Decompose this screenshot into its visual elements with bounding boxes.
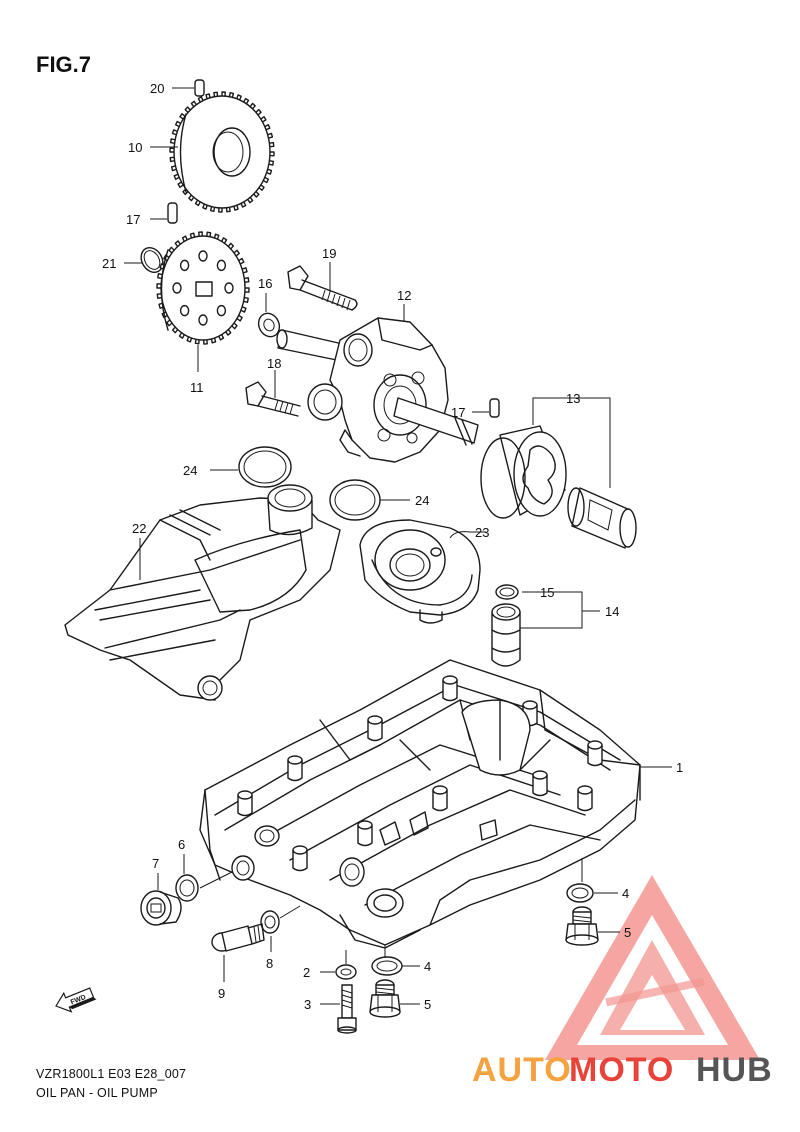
- callout-19: 19: [322, 246, 336, 261]
- part-19-bolt: [287, 265, 358, 311]
- part-8-washer: [260, 910, 280, 934]
- part-5-drain-plug-lower: [369, 979, 401, 1018]
- part-4-washer-upper: [566, 883, 594, 903]
- footer-code: VZR1800L1 E03 E28_007: [36, 1067, 186, 1081]
- watermark-part3: HUB: [696, 1051, 773, 1089]
- part-3-bolt: [337, 984, 357, 1034]
- part-10-gear: [169, 91, 275, 213]
- callout-3: 3: [304, 997, 311, 1012]
- callout-23: 23: [475, 525, 489, 540]
- forward-arrow-icon: FWD: [55, 987, 97, 1013]
- callout-6: 6: [178, 837, 185, 852]
- part-12-oil-pump: [276, 317, 479, 463]
- callout-5b: 5: [424, 997, 431, 1012]
- part-5-drain-plug-upper: [565, 906, 599, 946]
- part-4-washer-lower: [371, 956, 403, 976]
- part-14-pipe: [491, 603, 521, 667]
- watermark-logo: [545, 875, 760, 1060]
- part-24-oring-top: [238, 446, 292, 488]
- watermark-part1: AUTO: [472, 1051, 572, 1089]
- callout-20: 20: [150, 81, 164, 96]
- callout-7: 7: [152, 856, 159, 871]
- callout-4a: 4: [622, 886, 629, 901]
- part-13-rotor-set: [480, 425, 637, 549]
- part-2-washer: [335, 950, 357, 980]
- callout-18: 18: [267, 356, 281, 371]
- part-6-washer: [175, 874, 199, 902]
- part-20-pin: [194, 79, 205, 97]
- callout-8: 8: [266, 956, 273, 971]
- callout-12: 12: [397, 288, 411, 303]
- callout-16: 16: [258, 276, 272, 291]
- part-21-circlip: [140, 246, 164, 274]
- callout-4b: 4: [424, 959, 431, 974]
- part-18-bolt: [245, 381, 301, 417]
- callout-2: 2: [303, 965, 310, 980]
- part-9-bolt: [211, 923, 265, 952]
- callout-21: 21: [102, 256, 116, 271]
- part-17b-pin: [489, 398, 500, 418]
- part-24-oring-right: [329, 479, 381, 521]
- part-11-gear: [156, 231, 250, 345]
- part-1-oil-pan: [199, 659, 641, 949]
- callout-15: 15: [540, 585, 554, 600]
- watermark-wordmark: AUTO MOTO HUB: [472, 1051, 773, 1089]
- part-17-pin: [167, 202, 178, 224]
- callout-10: 10: [128, 140, 142, 155]
- callout-17b: 17: [451, 405, 465, 420]
- callout-9: 9: [218, 986, 225, 1001]
- part-7-plug: [140, 890, 182, 926]
- callout-17a: 17: [126, 212, 140, 227]
- callout-24a: 24: [183, 463, 197, 478]
- callout-13: 13: [566, 391, 580, 406]
- footer-title: OIL PAN - OIL PUMP: [36, 1086, 158, 1100]
- callout-22: 22: [132, 521, 146, 536]
- watermark-part2: MOTO: [569, 1051, 674, 1089]
- callout-5a: 5: [624, 925, 631, 940]
- figure-label: FIG.7: [36, 52, 91, 77]
- callout-11: 11: [190, 380, 204, 395]
- part-23-strainer: [359, 519, 481, 624]
- part-16-washer: [257, 312, 281, 338]
- callout-1: 1: [676, 760, 683, 775]
- part-22-baffle-plate: [64, 484, 341, 701]
- part-15-oring: [495, 584, 519, 600]
- callout-14: 14: [605, 604, 619, 619]
- callout-24b: 24: [415, 493, 429, 508]
